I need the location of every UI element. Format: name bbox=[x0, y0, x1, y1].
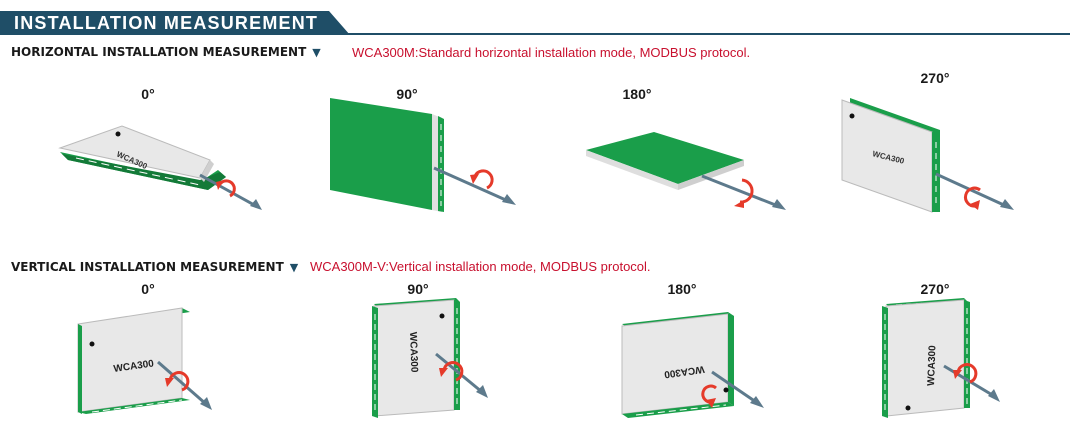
triangle-down-icon: ▼ bbox=[312, 46, 321, 59]
rotation-arrow-icon bbox=[442, 361, 464, 382]
vertical-angle-0: 0° bbox=[141, 281, 155, 297]
horizontal-angle-270: 270° bbox=[920, 70, 950, 86]
header-tab bbox=[0, 11, 350, 35]
header-underline bbox=[0, 33, 1070, 35]
rotation-arrow-icon bbox=[473, 169, 494, 190]
vertical-angle-90: 90° bbox=[407, 281, 429, 297]
vertical-angle-270: 270° bbox=[920, 281, 950, 297]
device-vertical-180: WCA300 bbox=[621, 312, 764, 418]
triangle-down-icon: ▼ bbox=[289, 261, 299, 274]
device-vertical-270: WCA300 bbox=[882, 298, 1000, 418]
horizontal-angle-180: 180° bbox=[622, 86, 652, 102]
vertical-label-text: VERTICAL INSTALLATION MEASUREMENT bbox=[11, 260, 284, 274]
vertical-section-label: VERTICAL INSTALLATION MEASUREMENT ▼ bbox=[11, 260, 298, 274]
device-label: WCA300 bbox=[407, 332, 419, 373]
rotation-arrow-icon bbox=[168, 371, 190, 392]
device-horizontal-0: WCA300 bbox=[58, 125, 262, 210]
section-header: INSTALLATION MEASUREMENT bbox=[0, 11, 1082, 35]
device-vertical-0: WCA300 bbox=[77, 307, 212, 414]
rotation-arrow-icon bbox=[956, 363, 978, 384]
vertical-description: WCA300M-V:Vertical installation mode, MO… bbox=[310, 259, 651, 274]
device-horizontal-180 bbox=[586, 132, 786, 210]
horizontal-section-label: HORIZONTAL INSTALLATION MEASUREMENT ▼ bbox=[11, 45, 321, 59]
device-label: WCA300 bbox=[926, 345, 938, 386]
horizontal-angle-0: 0° bbox=[141, 86, 155, 102]
page-title: INSTALLATION MEASUREMENT bbox=[14, 13, 319, 33]
device-horizontal-90 bbox=[330, 98, 516, 212]
device-vertical-90: WCA300 bbox=[372, 298, 488, 418]
rotation-arrow-icon bbox=[964, 186, 981, 208]
horizontal-description: WCA300M:Standard horizontal installation… bbox=[352, 45, 751, 60]
horizontal-angle-90: 90° bbox=[396, 86, 418, 102]
vertical-angle-180: 180° bbox=[667, 281, 697, 297]
device-horizontal-270: WCA300 bbox=[841, 98, 1014, 213]
horizontal-label-text: HORIZONTAL INSTALLATION MEASUREMENT bbox=[11, 45, 307, 59]
